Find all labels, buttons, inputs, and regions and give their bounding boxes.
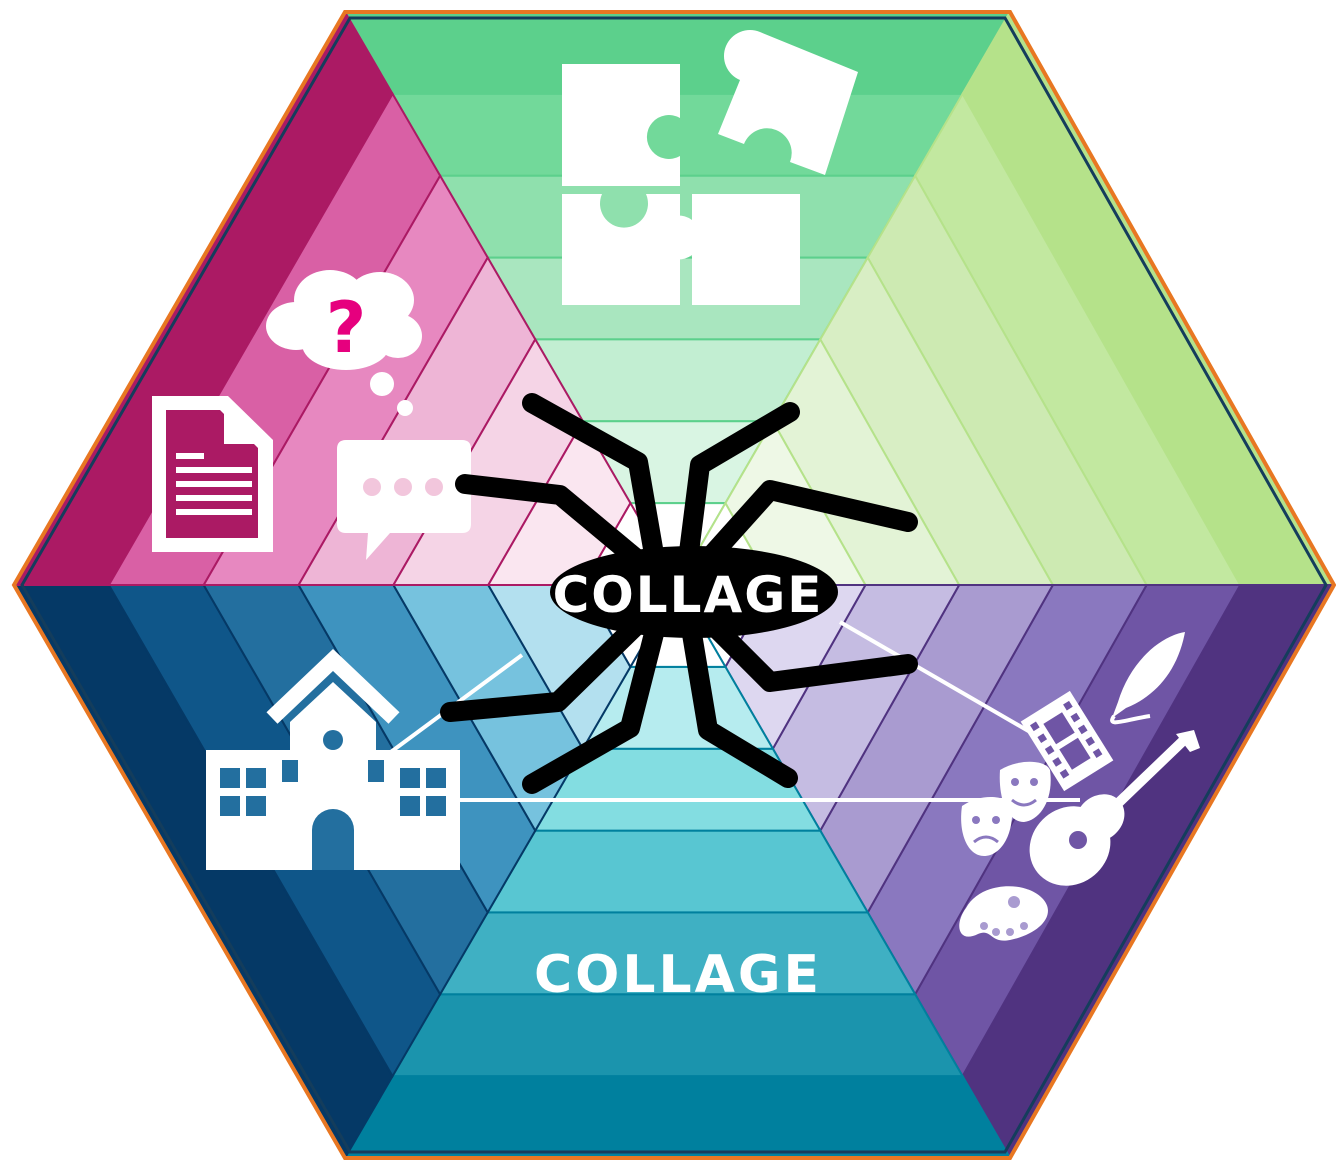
sector-band-bottom: [343, 1075, 1012, 1158]
sector-band-bottom: [390, 993, 965, 1078]
guitar-icon: [1029, 730, 1200, 886]
spider-leg: [440, 602, 660, 722]
theatre-masks-icon: [961, 761, 1051, 856]
thought-cloud-question-icon: ?: [266, 270, 422, 416]
paint-palette-icon: [959, 886, 1048, 941]
collage-bottom-label: COLLAGE: [534, 945, 822, 1005]
puzzle-pieces-icon: [562, 29, 858, 305]
school-building-icon: [206, 648, 460, 870]
speech-bubble-icon: [337, 440, 471, 560]
hexagon-outline-outer: [11, 10, 1336, 1160]
hexagon-outline-inner: [20, 16, 1328, 1154]
spider-leg: [455, 474, 660, 580]
spider-leg: [522, 600, 670, 794]
document-icon: [152, 396, 273, 552]
question-mark-glyph: ?: [326, 287, 367, 369]
spider-icon: [440, 393, 918, 794]
sector-band-bottom: [485, 829, 870, 914]
quill-icon: [1110, 632, 1185, 725]
spider-body: [550, 546, 838, 638]
film-strip-icon: [1020, 690, 1114, 792]
spider-leg: [678, 600, 798, 788]
collage-spider-label: COLLAGE: [553, 566, 824, 624]
spider-leg: [678, 402, 800, 570]
spider-leg: [522, 393, 665, 570]
hexagon-frame: [11, 10, 1336, 1160]
spider-leg: [690, 480, 918, 578]
